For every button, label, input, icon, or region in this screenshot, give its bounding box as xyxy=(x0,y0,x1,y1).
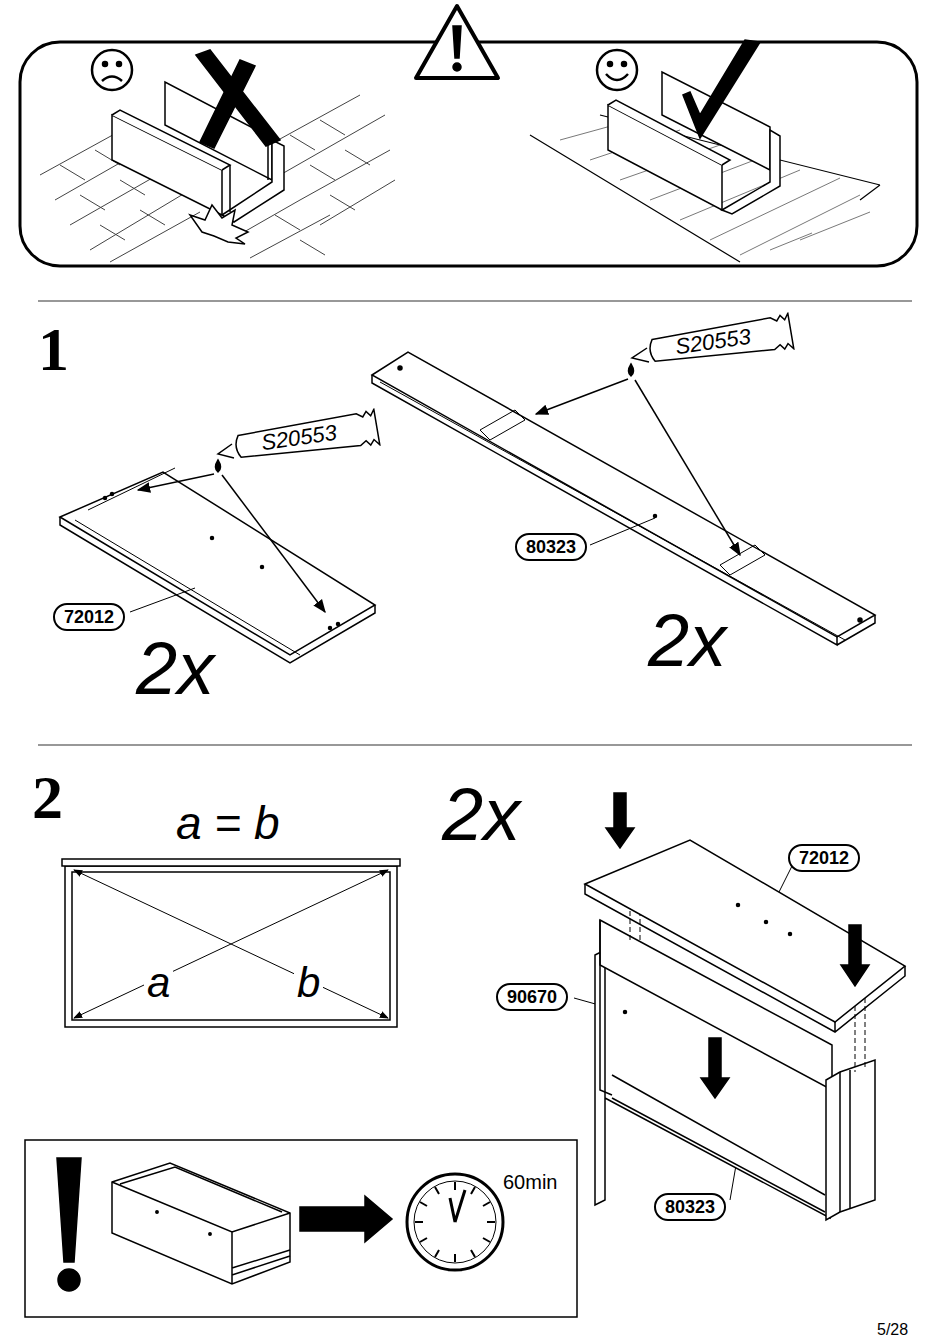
part-number: 80323 xyxy=(665,1197,715,1217)
part-number: 80323 xyxy=(526,537,576,557)
part-callout: 72012 xyxy=(788,844,860,872)
part-callout: 80323 xyxy=(654,1193,726,1221)
dimension-note: a = b xyxy=(176,800,280,846)
step-number: 2 xyxy=(32,766,63,828)
part-callout: 72012 xyxy=(53,603,125,631)
quantity: 2x xyxy=(648,604,726,678)
step-number: 1 xyxy=(38,318,69,380)
diagonal-label: b xyxy=(294,962,323,1004)
part-number: 72012 xyxy=(799,848,849,868)
part-number: 72012 xyxy=(64,607,114,627)
glue-tube: S20553 xyxy=(643,312,797,371)
diagonal-label: a xyxy=(144,962,173,1004)
quantity: 2x xyxy=(136,632,214,706)
page-number: 5/28 xyxy=(877,1322,908,1338)
glue-tube: S20553 xyxy=(229,408,383,467)
quantity: 2x xyxy=(442,778,520,852)
time-note: 60min xyxy=(503,1172,557,1192)
part-callout: 90670 xyxy=(496,983,568,1011)
part-number: 90670 xyxy=(507,987,557,1007)
part-callout: 80323 xyxy=(515,533,587,561)
